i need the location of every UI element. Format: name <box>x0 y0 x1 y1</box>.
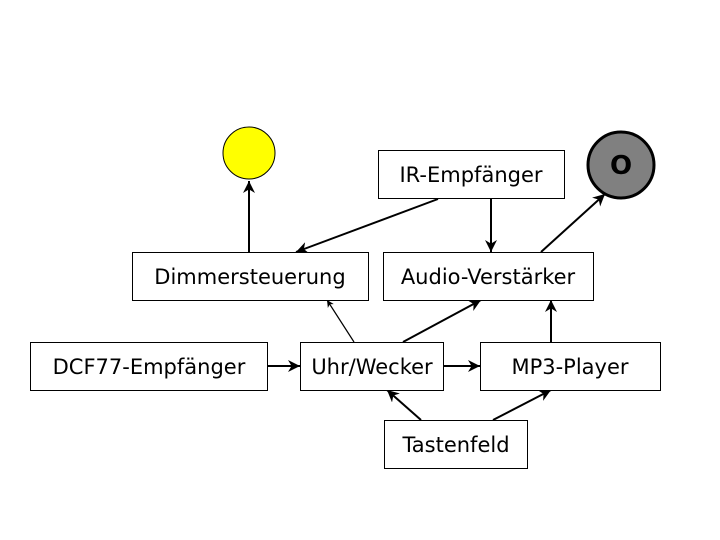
node-label: DCF77-Empfänger <box>53 355 246 379</box>
node-dimmer-control: Dimmersteuerung <box>132 252 369 301</box>
node-label: Dimmersteuerung <box>154 265 345 289</box>
edge-clock-to-dimmer <box>326 299 355 343</box>
speaker-glyph: O <box>610 151 632 181</box>
node-keypad: Tastenfeld <box>384 420 528 469</box>
node-ir-receiver: IR-Empfänger <box>378 150 565 199</box>
edge-keypad-to-clock <box>386 389 422 421</box>
node-audio-amplifier: Audio-Verstärker <box>383 252 594 301</box>
edge-ir-to-dimmer <box>295 198 439 254</box>
edge-audio-to-speaker <box>540 193 606 253</box>
node-dcf77-receiver: DCF77-Empfänger <box>30 342 268 391</box>
edge-clock-to-audio <box>402 299 482 343</box>
node-label: Audio-Verstärker <box>401 265 576 289</box>
node-label: MP3-Player <box>511 355 628 379</box>
node-label: IR-Empfänger <box>399 163 542 187</box>
node-clock-alarm: Uhr/Wecker <box>300 342 444 391</box>
node-label: Uhr/Wecker <box>311 355 433 379</box>
speaker-icon: O <box>586 130 656 200</box>
node-mp3-player: MP3-Player <box>480 342 661 391</box>
node-label: Tastenfeld <box>401 433 509 457</box>
edge-keypad-to-mp3 <box>492 389 552 421</box>
lamp-icon <box>222 126 276 180</box>
